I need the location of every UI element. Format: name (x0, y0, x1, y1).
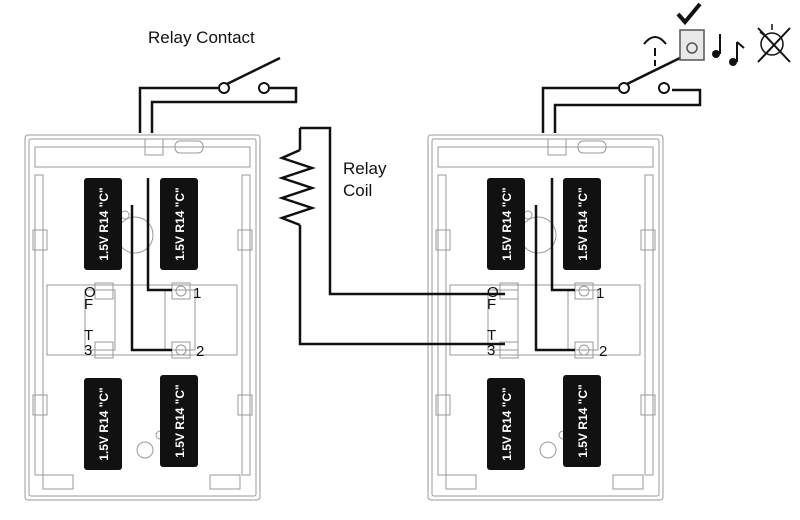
terminal-1: 1 (193, 285, 201, 302)
svg-text:1.5V R14 "C": 1.5V R14 "C" (500, 187, 514, 260)
battery: 1.5V R14 "C" (84, 178, 122, 270)
svg-text:1.5V R14 "C": 1.5V R14 "C" (576, 384, 590, 457)
left-chime-board (24, 134, 261, 501)
battery: 1.5V R14 "C" (487, 178, 525, 270)
relay-coil (278, 126, 505, 346)
internal-wire (534, 205, 575, 352)
terminal-t: T (487, 327, 496, 344)
terminal-block (499, 282, 594, 359)
battery: 1.5V R14 "C" (563, 375, 601, 467)
svg-text:1.5V R14 "C": 1.5V R14 "C" (173, 384, 187, 457)
internal-wire (130, 205, 172, 352)
light-off-icon (757, 24, 791, 63)
musical-notes-icon (712, 34, 745, 66)
battery: 1.5V R14 "C" (160, 178, 198, 270)
svg-text:1.5V R14 "C": 1.5V R14 "C" (97, 187, 111, 260)
terminal-t: T (84, 327, 93, 344)
bell-icon (643, 29, 705, 66)
terminal-block (94, 282, 191, 359)
relay-contact-switch (138, 56, 298, 133)
terminal-1: 1 (596, 285, 604, 302)
terminal-f: F (84, 296, 93, 313)
terminal-3: 3 (487, 342, 495, 359)
terminal-2: 2 (599, 343, 607, 360)
relay-label: Relay (343, 159, 387, 178)
svg-text:1.5V R14 "C": 1.5V R14 "C" (173, 187, 187, 260)
relay-contact-label: Relay Contact (148, 28, 255, 47)
terminal-o: O (84, 284, 96, 301)
battery: 1.5V R14 "C" (487, 378, 525, 470)
terminal-2: 2 (196, 343, 204, 360)
internal-wire (550, 178, 575, 292)
terminal-o: O (487, 284, 499, 301)
svg-text:1.5V R14 "C": 1.5V R14 "C" (500, 387, 514, 460)
battery: 1.5V R14 "C" (84, 378, 122, 470)
svg-text:1.5V R14 "C": 1.5V R14 "C" (97, 387, 111, 460)
battery: 1.5V R14 "C" (160, 375, 198, 467)
svg-text:1.5V R14 "C": 1.5V R14 "C" (576, 187, 590, 260)
coil-label: Coil (343, 181, 372, 200)
check-icon (676, 2, 702, 26)
relay-contact-switch (541, 56, 702, 133)
terminal-3: 3 (84, 342, 92, 359)
terminal-f: F (487, 296, 496, 313)
battery: 1.5V R14 "C" (563, 178, 601, 270)
right-chime-board (427, 134, 664, 501)
internal-wire (146, 178, 172, 292)
